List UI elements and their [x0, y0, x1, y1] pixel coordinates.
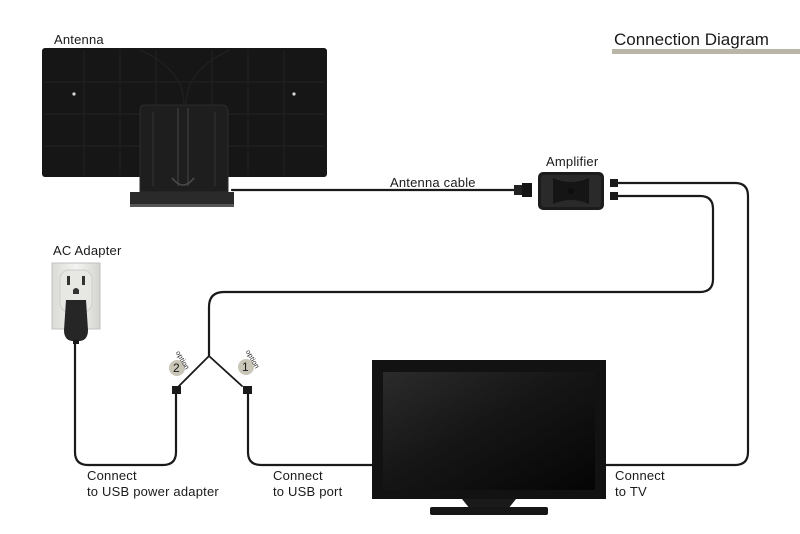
ac-adapter-label: AC Adapter	[53, 243, 122, 258]
page-title: Connection Diagram	[614, 30, 769, 49]
usb-power-cable	[207, 194, 715, 358]
connect-tv-label: Connect to TV	[615, 468, 665, 499]
antenna-image	[42, 48, 327, 207]
option-badge-1	[238, 359, 254, 375]
option-2-number: 2	[173, 361, 180, 375]
title-underline-bar	[612, 49, 800, 54]
usb-plug-option-1	[243, 386, 252, 394]
amplifier-label: Amplifier	[546, 154, 599, 169]
amplifier-to-tv-cable	[603, 181, 750, 467]
connect-usb-power-label: Connect to USB power adapter	[87, 468, 219, 499]
title-block: Connection Diagram	[612, 28, 800, 54]
option-1-number: 1	[242, 360, 249, 374]
ac-adapter-image	[51, 262, 101, 344]
usb-power-adapter-cable	[73, 340, 178, 467]
usb-plug-option-2	[172, 386, 181, 394]
option-split-lines	[178, 355, 243, 387]
antenna-cable-label: Antenna cable	[390, 175, 476, 190]
antenna-label: Antenna	[54, 32, 104, 47]
tv-image	[372, 360, 606, 515]
option-badge-2	[169, 360, 185, 376]
connect-usb-port-label: Connect to USB port	[273, 468, 343, 499]
usb-port-cable	[246, 392, 374, 467]
amplifier-image	[514, 172, 618, 210]
